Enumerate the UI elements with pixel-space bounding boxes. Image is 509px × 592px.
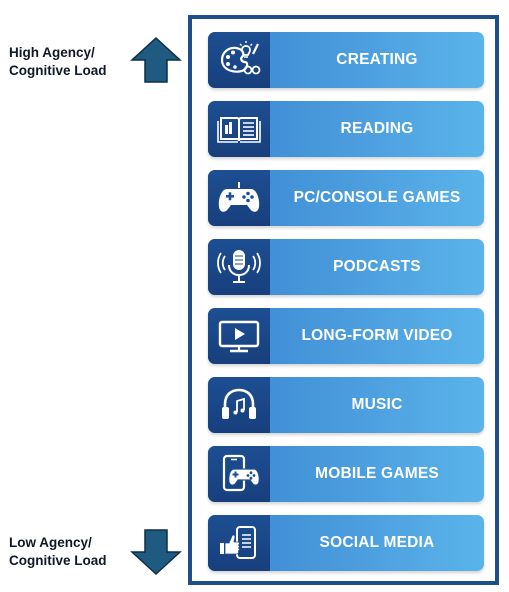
icon-box [208,446,270,502]
item-creating: CREATING [208,32,484,88]
palette-lightbulb-icon [220,41,261,75]
item-label: PC/CONSOLE GAMES [293,189,461,206]
icon-box [208,170,270,226]
item-podcasts: PODCASTS [208,239,484,295]
item-long-form-video: LONG-FORM VIDEO [208,308,484,364]
item-label: LONG-FORM VIDEO [301,327,453,344]
item-reading: READING [208,101,484,157]
item-music: MUSIC [208,377,484,433]
high-agency-line2: Cognitive Load [9,63,107,78]
item-label: MOBILE GAMES [315,465,439,482]
icon-box [208,101,270,157]
item-pc-console-games: PC/CONSOLE GAMES [208,170,484,226]
up-arrow-icon [130,36,182,83]
open-book-icon [217,117,261,143]
icon-box [208,239,270,295]
icon-box [208,308,270,364]
low-agency-line2: Cognitive Load [9,553,107,568]
headphones-icon [222,388,256,419]
item-social-media: SOCIAL MEDIA [208,515,484,571]
icon-box [208,515,270,571]
item-label: CREATING [336,51,418,68]
phone-gamepad-icon [222,454,260,492]
item-label: PODCASTS [333,258,421,275]
microphone-icon [217,250,261,283]
item-mobile-games: MOBILE GAMES [208,446,484,502]
item-label: READING [340,120,414,137]
item-label: MUSIC [351,396,403,413]
icon-box [208,377,270,433]
high-agency-line1: High Agency/ [9,45,95,60]
thumbs-up-phone-icon [220,526,256,559]
low-agency-line1: Low Agency/ [9,535,92,550]
tv-play-icon [218,320,260,353]
icon-box [208,32,270,88]
item-label: SOCIAL MEDIA [319,534,435,551]
low-agency-label: Low Agency/ Cognitive Load [9,534,107,570]
gamepad-icon [218,182,260,212]
high-agency-label: High Agency/ Cognitive Load [9,44,107,80]
down-arrow-icon [130,529,182,576]
